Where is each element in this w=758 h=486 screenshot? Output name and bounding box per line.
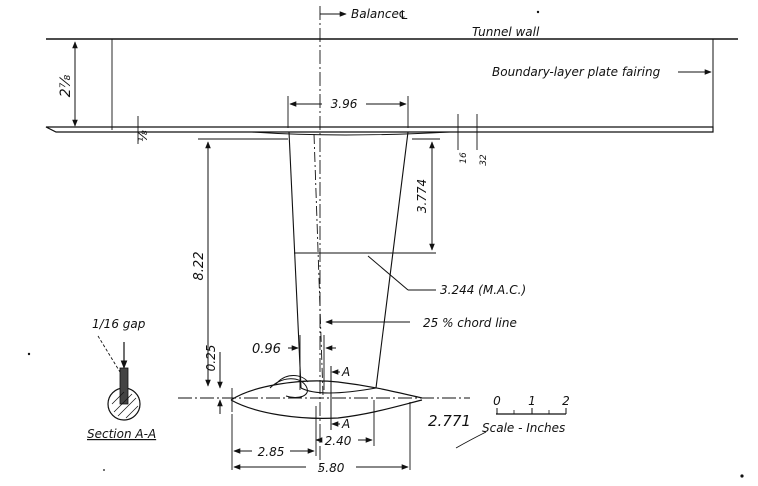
boundary-plate-label: Boundary-layer plate fairing — [492, 65, 661, 79]
plate-thickness-label: ⅛ — [136, 130, 150, 142]
quarter-chord-line — [313, 133, 324, 396]
mac-leader — [367, 255, 409, 291]
plate-fairing-bulge — [251, 131, 451, 136]
handwritten-underline — [455, 431, 487, 449]
dim-32-label: 32 — [479, 154, 489, 166]
root-chord-label: 3.96 — [331, 97, 358, 111]
gap-label: 1/16 gap — [92, 317, 146, 331]
body-upper — [230, 380, 423, 401]
section-hatch-1 — [111, 391, 125, 405]
scale-label: Scale - Inches — [482, 421, 565, 435]
dim-025-label: 0.25 — [204, 345, 218, 372]
section-hatch-3 — [117, 397, 137, 417]
scale-2-label: 2 — [562, 394, 570, 408]
section-hatch-2 — [113, 393, 133, 413]
gap-leader — [97, 335, 121, 373]
section-hatch-4 — [125, 405, 139, 419]
section-spar — [119, 367, 129, 405]
dim-240-label: 2.40 — [325, 434, 352, 448]
scale-1-label: 1 — [528, 394, 536, 408]
balance-label: Balance — [351, 7, 399, 21]
section-a-bottom-label: A — [341, 417, 350, 431]
dim-096-label: 0.96 — [252, 342, 281, 357]
scan-speck-4 — [103, 469, 105, 471]
dim-16-label: 16 — [459, 152, 469, 164]
mac-label: 3.244 (M.A.C.) — [440, 283, 526, 297]
height-dim-label: 2⅞ — [58, 74, 74, 97]
wing-leading-edge — [288, 131, 302, 389]
scan-speck-2 — [27, 352, 31, 356]
centerline-symbol: ℄ — [398, 8, 409, 22]
dim-285-label: 2.85 — [258, 445, 285, 459]
section-a-top-label: A — [341, 365, 350, 379]
handwritten-note: 2.771 — [428, 412, 471, 430]
wing-root-fillet — [269, 378, 308, 399]
mac-pos-label: 3.774 — [415, 179, 429, 213]
section-label: Section A-A — [87, 427, 156, 441]
wing-trailing-edge — [375, 131, 409, 389]
wing-tip — [300, 387, 377, 394]
boundary-layer-plate — [45, 126, 714, 133]
chord-line-label: 25 % chord line — [423, 316, 517, 330]
scan-speck-1 — [536, 10, 540, 14]
dim-580-label: 5.80 — [318, 461, 345, 475]
tunnel-wall-label: Tunnel wall — [472, 25, 540, 39]
scale-0-label: 0 — [493, 394, 501, 408]
span-label: 8.22 — [192, 252, 207, 281]
scan-speck-3 — [740, 474, 744, 478]
wing-root-fillet-2 — [275, 375, 309, 385]
body-lower — [230, 399, 423, 419]
